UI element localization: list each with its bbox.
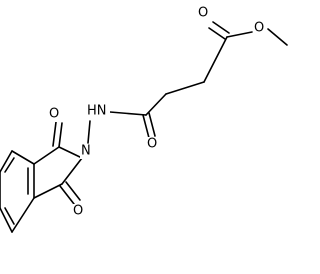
- bond-ester-c-o-double-b: [208, 27, 226, 40]
- bond-ester-c-o-double-a: [212, 21, 230, 34]
- bond-nh-n: [87, 120, 91, 144]
- bond-n-c-top: [58, 146, 83, 159]
- bond-o-methyl: [267, 28, 288, 46]
- bond-imide-bottom-c-o-double-b: [59, 185, 75, 205]
- atom-o-imide-top: O: [49, 107, 59, 122]
- bond-benzene-6: [11, 197, 35, 233]
- bond-ch2-ch2: [165, 81, 205, 95]
- atom-labels: O O HN O N O O: [48, 6, 267, 219]
- molecule-structure: O O HN O N O O: [0, 6, 288, 233]
- bond-amide-c-nh: [109, 111, 147, 116]
- bond-benzene-inner-c: [4, 207, 15, 225]
- bond-amide-c-o-double-a: [148, 112, 156, 137]
- bond-benzene-5: [0, 207, 13, 233]
- atom-o-amide-carbonyl: O: [147, 137, 157, 152]
- atom-n-imide: N: [81, 144, 91, 159]
- atom-o-ester-carbonyl: O: [198, 6, 208, 21]
- bond-amide-c-o-double-b: [142, 114, 150, 139]
- bond-ester-c-ch2: [203, 36, 228, 83]
- atom-o-imide-bottom: O: [73, 204, 83, 219]
- bond-imide-top-c-o-double-b: [52, 121, 57, 147]
- bond-n-c-bottom: [61, 157, 83, 185]
- bond-imide-bottom-c-o-double-a: [65, 181, 81, 201]
- bond-benzene-3: [0, 150, 13, 173]
- bond-top-c-benzene: [33, 146, 60, 165]
- bond-ch2-amide-c: [145, 93, 167, 116]
- bond-benzene-inner-b: [4, 157, 15, 173]
- atom-nh-amide: HN: [87, 104, 107, 119]
- bond-benzene-2: [11, 150, 35, 165]
- bond-ester-c-o-single: [226, 31, 253, 38]
- bond-bottom-c-benzene: [33, 183, 63, 199]
- atom-o-ester-methoxy: O: [254, 21, 264, 36]
- bond-imide-top-c-o-double-a: [58, 122, 63, 148]
- bonds: [0, 21, 288, 233]
